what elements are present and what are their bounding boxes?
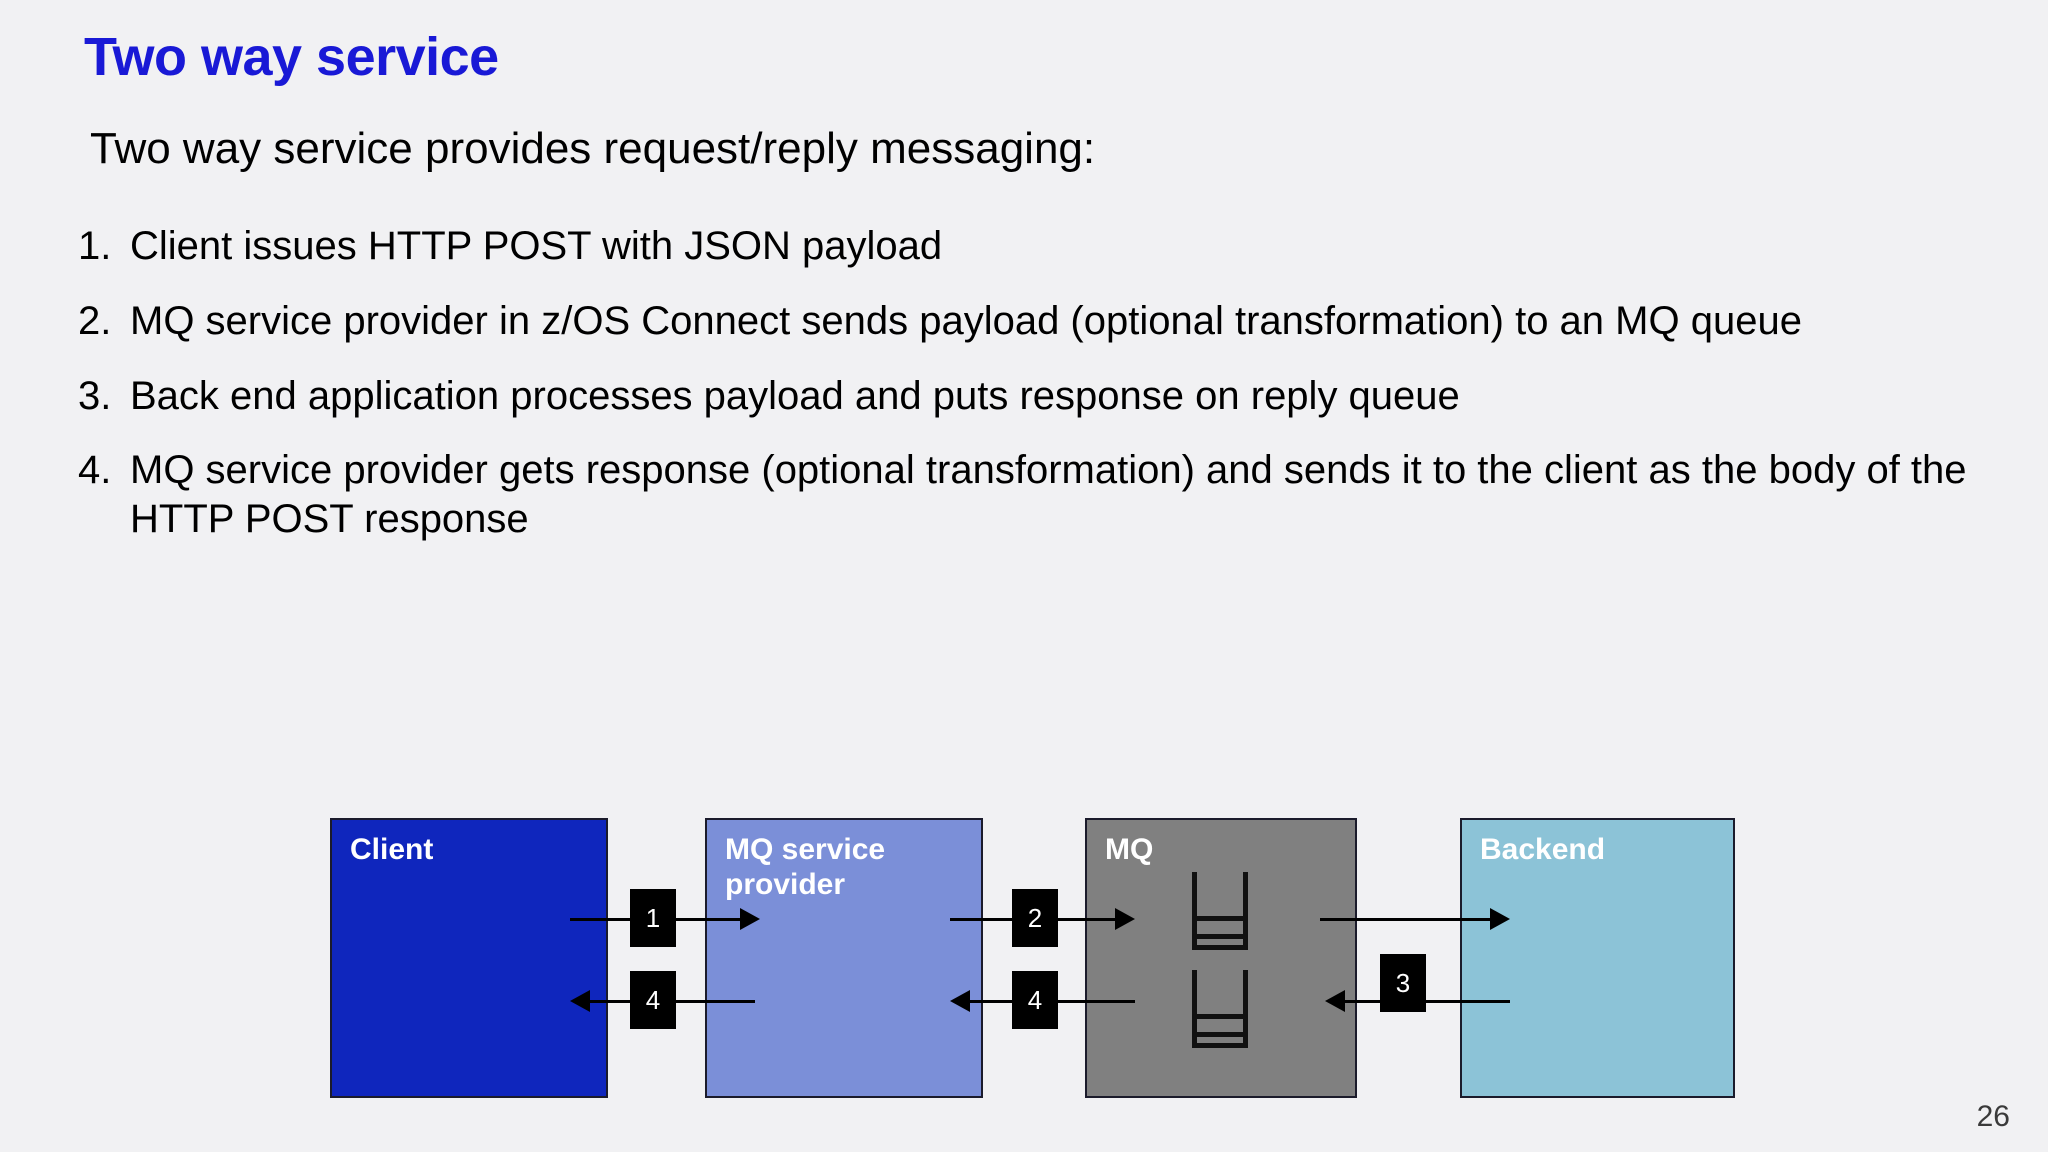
diagram-node-mq-service-provider: MQ service provider (705, 818, 983, 1098)
step-number: 3. (78, 373, 112, 418)
step-text: MQ service provider in z/OS Connect send… (130, 298, 1802, 343)
step-number: 2. (78, 298, 112, 343)
arrow-line-backend-to-mq (1345, 1000, 1510, 1003)
intro-text: Two way service provides request/reply m… (90, 124, 1096, 173)
step-text: Back end application processes payload a… (130, 373, 1460, 418)
list-item: 1. Client issues HTTP POST with JSON pay… (78, 222, 1978, 271)
page-title: Two way service (84, 27, 499, 87)
node-label-backend: Backend (1480, 833, 1606, 866)
step-number: 1. (78, 224, 112, 268)
badge-step-3: 3 (1380, 954, 1426, 1012)
arrow-head-right (1115, 908, 1135, 930)
node-label-mq: MQ (1105, 833, 1154, 866)
list-item: 4. MQ service provider gets response (op… (78, 446, 1978, 544)
queue-icon (1192, 970, 1248, 1048)
list-item: 3. Back end application processes payloa… (78, 372, 1978, 421)
arrow-line-mq-to-backend (1320, 918, 1490, 921)
arrow-head-right (1490, 908, 1510, 930)
arrow-head-left (950, 990, 970, 1012)
badge-step-4-left: 4 (630, 971, 676, 1029)
arrow-head-left (1325, 990, 1345, 1012)
page-number: 26 (1976, 1100, 2010, 1133)
step-text: Client issues HTTP POST with JSON payloa… (130, 224, 943, 268)
arrow-head-right (740, 908, 760, 930)
diagram-node-backend: Backend (1460, 818, 1735, 1098)
step-number: 4. (78, 448, 112, 493)
badge-step-1: 1 (630, 889, 676, 947)
diagram-node-mq: MQ (1085, 818, 1357, 1098)
step-text: MQ service provider gets response (optio… (130, 448, 1967, 542)
diagram-node-client: Client (330, 818, 608, 1098)
queue-icon (1192, 872, 1248, 950)
badge-step-2: 2 (1012, 889, 1058, 947)
node-label-client: Client (350, 833, 434, 866)
node-label-mq-service-provider: MQ service provider (725, 833, 886, 902)
badge-step-4-middle: 4 (1012, 971, 1058, 1029)
arrow-head-left (570, 990, 590, 1012)
flow-diagram: Client MQ service provider MQ Backend 1 … (0, 810, 2048, 1110)
list-item: 2. MQ service provider in z/OS Connect s… (78, 297, 1978, 346)
steps-list: 1. Client issues HTTP POST with JSON pay… (78, 222, 1978, 570)
